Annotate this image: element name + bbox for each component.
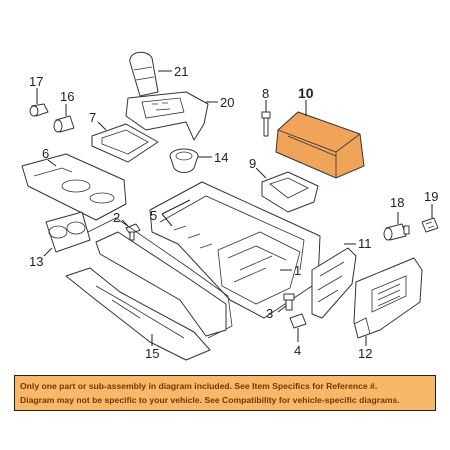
part-6-trim-panel[interactable] <box>21 153 127 221</box>
part-15-base-trim[interactable] <box>65 217 233 361</box>
part-14-cup-insert[interactable] <box>169 148 199 173</box>
callout-3: 3 <box>266 306 273 321</box>
leader-7 <box>97 121 107 131</box>
leader-5b <box>161 213 173 227</box>
leader-13 <box>43 247 53 257</box>
part-8-bolt[interactable] <box>261 111 271 137</box>
callout-9: 9 <box>249 156 256 171</box>
part-21-shift-knob[interactable] <box>129 51 159 97</box>
part-10-armrest-lid[interactable] <box>275 111 365 179</box>
part-4-clip[interactable] <box>289 313 307 329</box>
disclaimer-line-1: Only one part or sub-assembly in diagram… <box>20 381 378 391</box>
part-12-rear-panel[interactable] <box>353 257 423 339</box>
part-20-shifter-bezel[interactable] <box>125 91 209 141</box>
callout-13: 13 <box>29 254 43 269</box>
part-17-plug[interactable] <box>29 103 49 117</box>
callout-16: 16 <box>60 89 74 104</box>
disclaimer-banner: Only one part or sub-assembly in diagram… <box>14 375 436 411</box>
leader-9 <box>255 167 267 179</box>
callout-7: 7 <box>89 110 96 125</box>
callout-12: 12 <box>358 346 372 361</box>
leader-6 <box>47 159 57 167</box>
callout-11: 11 <box>358 236 372 251</box>
callout-1: 1 <box>294 263 301 278</box>
part-9-storage-bin[interactable] <box>261 171 319 213</box>
part-19-socket[interactable] <box>421 217 439 233</box>
leader-3 <box>277 305 287 313</box>
callout-20: 20 <box>220 95 234 110</box>
callout-10: 10 <box>298 85 314 101</box>
part-2-screw[interactable] <box>125 223 141 241</box>
part-11-side-panel[interactable] <box>311 247 357 319</box>
callout-2: 2 <box>113 210 120 225</box>
callout-15: 15 <box>145 346 159 361</box>
disclaimer-line-2: Diagram may not be specific to your vehi… <box>20 395 400 405</box>
part-7-tray[interactable] <box>91 123 159 163</box>
callout-19: 19 <box>424 189 438 204</box>
callout-18: 18 <box>390 195 404 210</box>
part-5-console-body[interactable] <box>149 181 321 319</box>
leader-5a <box>161 199 191 215</box>
callout-8: 8 <box>262 86 269 101</box>
callout-6: 6 <box>42 146 49 161</box>
armrest-lid-body <box>275 111 365 179</box>
leader-2 <box>121 219 129 227</box>
part-3-fastener[interactable] <box>283 293 295 311</box>
callout-21: 21 <box>174 64 188 79</box>
part-18-bulb[interactable] <box>383 223 410 241</box>
part-13-cup-holder[interactable] <box>45 211 91 253</box>
callout-5: 5 <box>150 208 157 223</box>
part-16-plug[interactable] <box>53 115 75 133</box>
callout-17: 17 <box>29 74 43 89</box>
callout-14: 14 <box>214 150 228 165</box>
callout-4: 4 <box>294 343 301 358</box>
